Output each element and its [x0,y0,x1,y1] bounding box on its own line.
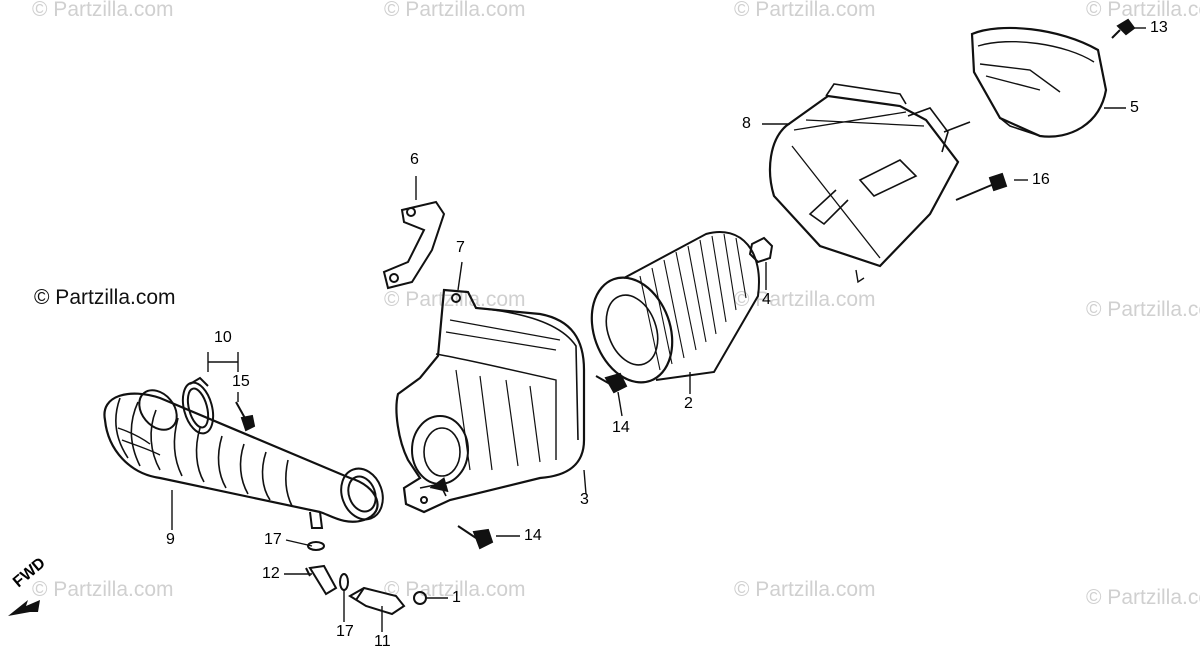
screw-part-13 [1111,18,1136,39]
callout-16: 16 [1032,171,1050,188]
callout-8: 8 [742,115,751,132]
bolt-part-14-upper [595,372,628,394]
watermark: © Partzilla.com [384,0,526,21]
callout-4: 4 [762,291,771,308]
nut-part-4 [748,236,774,264]
callout-13: 13 [1150,19,1168,36]
air-cleaner-cap-part-5 [970,26,1108,138]
callout-9: 9 [166,531,175,548]
forward-arrow-icon [8,600,40,616]
watermark: © Partzilla.com [32,0,174,21]
air-cleaner-cover-part-8 [768,83,971,284]
callout-14-upper: 14 [612,419,630,436]
callout-5: 5 [1130,99,1139,116]
watermark: © Partzilla.com [384,578,526,601]
clip-part-17-upper [307,541,325,551]
callout-7: 7 [456,239,465,256]
watermark: © Partzilla.com [734,288,876,311]
intake-tube-part-9 [103,389,384,529]
watermark: © Partzilla.com [1086,0,1200,21]
brand-label: © Partzilla.com [34,286,176,309]
screw-part-15 [235,401,256,432]
watermark: © Partzilla.com [32,578,174,601]
bracket-part-6 [382,200,446,290]
watermark: © Partzilla.com [384,288,526,311]
drain-tube-part-11 [348,586,406,616]
callout-14-lower: 14 [524,527,542,544]
watermark: © Partzilla.com [734,578,876,601]
callout-6: 6 [410,151,419,168]
callout-1: 1 [452,589,461,606]
bolt-part-14-lower [457,525,494,550]
clip-part-17-lower [339,573,349,591]
watermark: © Partzilla.com [734,0,876,21]
watermark: © Partzilla.com [1086,586,1200,609]
bolt-part-16 [955,172,1008,201]
callout-10: 10 [214,329,232,346]
elbow-tube-part-12 [305,564,338,596]
watermark: © Partzilla.com [1086,298,1200,321]
callout-3: 3 [580,491,589,508]
callout-2: 2 [684,395,693,412]
air-cleaner-case-part-3 [395,288,586,514]
filter-element-part-2 [590,231,760,384]
callout-12: 12 [262,565,280,582]
callout-15: 15 [232,373,250,390]
hose-clamp-part-10 [181,376,215,435]
leader-lines [171,27,1146,632]
callout-11: 11 [374,633,391,650]
callout-17-lower: 17 [336,623,354,640]
clip-part-1 [413,591,427,605]
callout-17-upper: 17 [264,531,282,548]
